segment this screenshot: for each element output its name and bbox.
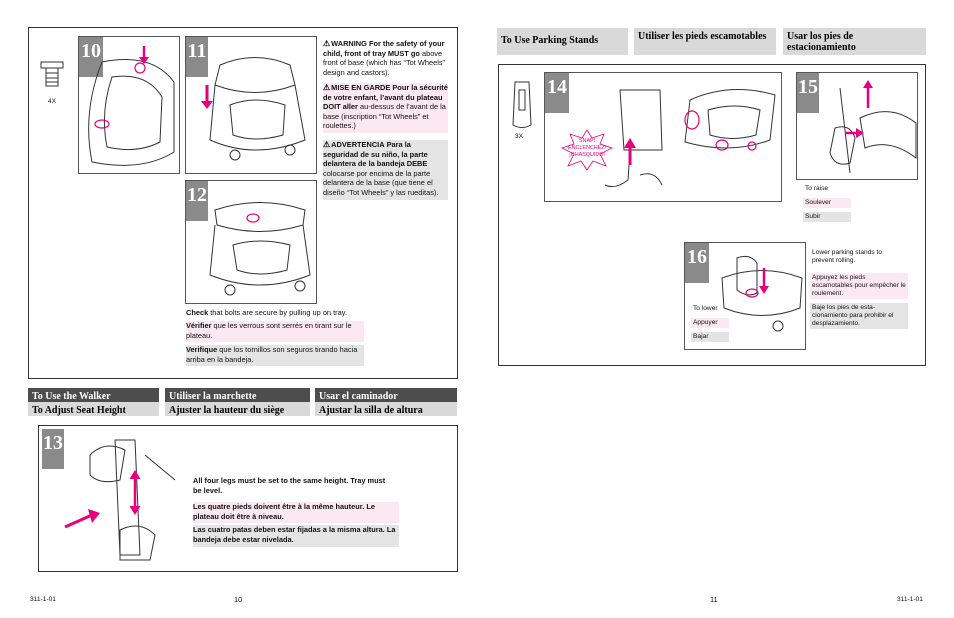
header-use-walker-es: Usar el caminador — [315, 388, 457, 402]
walker-illustration-11 — [201, 57, 306, 161]
lower-desc-fr: Appuyez les pieds escamotables pour empê… — [810, 273, 908, 299]
page-number-right: 11 — [710, 595, 718, 604]
quantity-3x: 3X — [515, 133, 524, 140]
step-number-13: 13 — [42, 429, 64, 469]
raise-en: To raise — [805, 185, 829, 192]
raise-es: Subir — [803, 212, 851, 222]
quantity-4x: 4X — [48, 98, 57, 105]
lower-en: To lower — [693, 305, 718, 312]
header-use-walker-fr: Utiliser la marchette — [165, 388, 310, 402]
lower-stand-illustration — [721, 255, 803, 332]
step-number-14: 14 — [545, 73, 569, 113]
leg-adjust-illustration — [64, 439, 176, 561]
lower-fr: Appuyer — [691, 318, 729, 328]
hand-insert-illustration — [604, 89, 663, 188]
step13-fr: Les quatre pieds doivent être à la même … — [193, 502, 399, 524]
header-parking-fr: Utiliser les pieds escamotables — [634, 28, 776, 55]
base-illustration-10 — [88, 46, 175, 166]
header-parking-es: Usar los pies de estacionamiento — [783, 28, 926, 55]
lower-es: Bajar — [691, 332, 729, 342]
raise-fr: Soulever — [803, 198, 851, 208]
step13-es: Las cuatro patas deben estar fijadas a l… — [193, 525, 399, 548]
step-number-12: 12 — [186, 181, 208, 221]
walker-illustration-12 — [209, 202, 311, 296]
snap-burst-icon — [560, 129, 614, 171]
check-es: Verifique que los tornillos son seguros … — [186, 345, 364, 367]
header-adjust-es: Ajustar la silla de altura — [315, 402, 457, 416]
warning-es: ⚠ADVERTENCIA Para la seguridad de su niñ… — [323, 140, 448, 200]
check-en: Check that bolts are secure by pulling u… — [186, 308, 347, 317]
footer-code-right: 311-1-01 — [897, 596, 923, 603]
parking-stand-part-illustration — [512, 81, 532, 128]
raise-stand-illustration — [829, 80, 917, 174]
header-adjust-en: To Adjust Seat Height — [28, 402, 159, 416]
bolt-illustration — [40, 61, 64, 87]
walker-base-illustration-14 — [684, 89, 776, 151]
step-number-16: 16 — [685, 243, 709, 283]
warning-en: ⚠WARNING For the safety of your child, f… — [323, 39, 445, 77]
warning-icon: ⚠ — [323, 39, 331, 48]
step13-en: All four legs must be set to the same he… — [193, 476, 386, 495]
warning-icon: ⚠ — [323, 83, 331, 92]
step-number-11: 11 — [186, 37, 208, 77]
header-adjust-fr: Ajuster la hauteur du siège — [165, 402, 310, 416]
warning-icon: ⚠ — [323, 140, 331, 149]
page-number-left: 10 — [234, 595, 243, 604]
step13-panel — [38, 425, 458, 572]
header-use-walker-en: To Use the Walker — [28, 388, 159, 402]
check-fr: Vérifier que les verrous sont serrés en … — [186, 321, 364, 343]
lower-desc-en: Lower parking stands to prevent rolling. — [812, 249, 883, 264]
step-number-10: 10 — [79, 37, 103, 77]
warning-fr: ⚠MISE EN GARDE Pour la sécurité de votre… — [323, 83, 448, 133]
header-parking-en: To Use Parking Stands — [497, 28, 628, 55]
lower-desc-es: Baje los pies de esta-cionamiento para p… — [810, 303, 908, 329]
footer-code-left: 311-1-01 — [30, 596, 56, 603]
step-number-15: 15 — [797, 73, 819, 113]
snap-text: SNAP! ENCLENCHEZ! ¡CHASQUIDO! — [567, 138, 607, 158]
